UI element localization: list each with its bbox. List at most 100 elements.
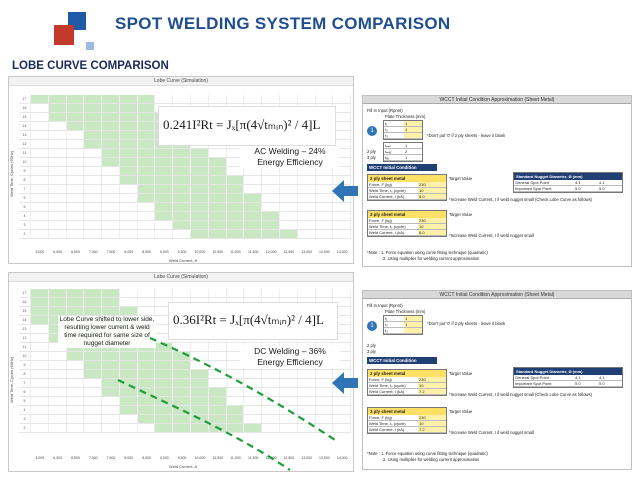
grid-cell	[31, 316, 49, 324]
grid-cell	[120, 185, 138, 193]
grid-cell	[31, 334, 49, 342]
wcct-ac-2ply-table: 2 ply sheet metal Force, F (kg)230 Weld …	[367, 174, 447, 201]
grid-cell	[333, 415, 352, 423]
general-spot-label: General Spot Point	[515, 180, 549, 185]
grid-cell	[191, 230, 209, 238]
grid-cell	[67, 221, 85, 229]
y-tick-label: 15	[19, 307, 31, 315]
grid-cell	[280, 167, 298, 175]
grid-cell	[31, 194, 49, 202]
wcct-ac-increase-note-2: *Increase Weld Current, I if weld nugget…	[449, 233, 534, 238]
grid-cell	[262, 212, 280, 220]
grid-cell	[119, 361, 138, 369]
grid-cell	[102, 379, 120, 387]
wcct-ac-note-2: 2. Using multiplier for welding current …	[383, 256, 480, 261]
grid-cell	[262, 289, 280, 297]
t3-input[interactable]	[404, 133, 422, 138]
grid-cell	[102, 397, 120, 405]
wcct-ac-target-label-2: Target Value	[449, 212, 473, 217]
grid-cell	[280, 379, 298, 387]
three-ply-header: 3 ply sheet metal	[368, 211, 446, 218]
grid-cell	[138, 298, 156, 306]
grid-cell	[31, 167, 49, 175]
grid-cell	[333, 167, 352, 175]
grid-cell	[49, 140, 67, 148]
x-tick-label: 10,000	[194, 250, 206, 254]
grid-cell	[119, 370, 138, 378]
grid-cell	[84, 379, 103, 387]
grid-cell	[333, 176, 352, 184]
grid-cell	[137, 379, 156, 387]
logo-red-square	[54, 25, 74, 45]
grid-cell	[31, 212, 49, 220]
x-tick-label: 9,000	[159, 250, 169, 254]
grid-cell	[173, 95, 192, 103]
grid-cell	[298, 95, 316, 103]
grid-cell	[137, 176, 156, 184]
grid-cell	[208, 194, 227, 202]
t2-input[interactable]: 1	[404, 127, 422, 132]
y-tick-label: 17	[19, 289, 31, 297]
y-tick-label: 16	[19, 298, 31, 306]
grid-cell	[84, 289, 103, 297]
grid-cell	[316, 185, 334, 193]
x-tick-label: 8,000	[124, 250, 134, 254]
grid-cell	[119, 122, 138, 130]
wcct-dc-fill-label: Fill In Input (Rpnnt)	[367, 303, 403, 308]
grid-cell	[280, 212, 298, 220]
grid-cell	[191, 185, 209, 193]
grid-cell	[137, 113, 156, 121]
grid-cell	[298, 230, 316, 238]
grid-cell	[316, 167, 334, 175]
force-value: 230	[418, 182, 446, 187]
grid-cell	[316, 388, 334, 396]
grid-cell	[31, 122, 49, 130]
grid-cell	[31, 203, 49, 211]
grid-cell	[31, 361, 49, 369]
grid-cell	[137, 104, 156, 112]
grid-cell	[84, 230, 103, 238]
grid-cell	[31, 131, 49, 139]
grid-cell	[67, 379, 85, 387]
grid-cell	[208, 406, 227, 414]
grid-cell	[102, 307, 120, 315]
grid-cell	[244, 397, 263, 405]
grid-cell	[31, 95, 49, 103]
grid-cell	[227, 379, 245, 387]
grid-cell	[102, 221, 120, 229]
grid-cell	[333, 113, 352, 121]
dc-formula-box: 0.36I²Rt = Jₓ[π(4√tₘᵢₙ)² / 4]L	[168, 302, 338, 340]
grid-cell	[244, 406, 263, 414]
grid-cell	[137, 370, 156, 378]
wcct-dc-note-1: *Note : 1. Force equation using curve fi…	[367, 451, 488, 456]
weld-current-label: Weld Current, I (kA)	[369, 389, 405, 394]
grid-cell	[138, 307, 156, 315]
grid-cell	[119, 95, 138, 103]
grid-cell	[67, 361, 85, 369]
grid-cell	[209, 95, 227, 103]
grid-cell	[66, 122, 85, 130]
wcct-dc-note-2: 2. Using multiplier for welding current …	[383, 457, 480, 462]
grid-cell	[316, 406, 334, 414]
t1-input[interactable]: 1	[404, 121, 422, 126]
t2-input[interactable]: 1	[404, 322, 422, 327]
grid-cell	[226, 194, 245, 202]
grid-cell	[137, 167, 156, 175]
grid-cell	[84, 104, 103, 112]
grid-cell	[66, 352, 85, 360]
y-tick-label: 8	[19, 370, 31, 378]
force-value: 230	[418, 415, 446, 420]
grid-cell	[31, 406, 49, 414]
grid-cell	[209, 149, 227, 157]
grid-cell	[173, 212, 192, 220]
t1-input[interactable]: 1	[404, 316, 422, 321]
t3-input[interactable]	[404, 328, 422, 333]
grid-cell	[244, 194, 263, 202]
grid-cell	[137, 158, 156, 166]
grid-cell	[84, 415, 103, 423]
grid-cell	[298, 185, 316, 193]
grid-cell	[226, 221, 245, 229]
grid-cell	[155, 343, 174, 351]
x-tick-label: 6,000	[53, 456, 63, 460]
